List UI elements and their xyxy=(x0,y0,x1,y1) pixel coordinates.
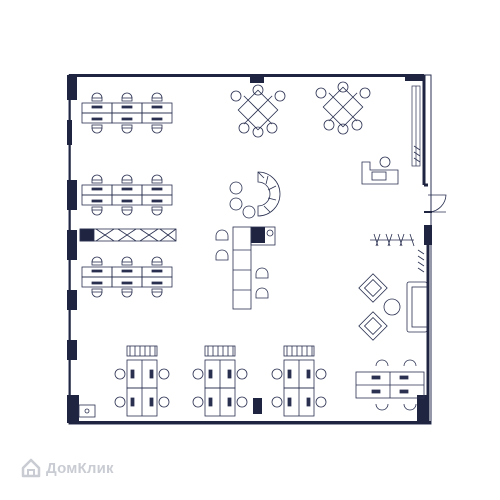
desk-clusters-bottom xyxy=(114,345,327,417)
chair xyxy=(266,122,278,134)
chair xyxy=(230,90,242,102)
chair xyxy=(91,256,103,266)
chair xyxy=(271,368,283,380)
desk-clusters-left xyxy=(81,92,173,298)
chair xyxy=(121,206,133,216)
lounge-area xyxy=(358,273,428,341)
chair xyxy=(337,123,349,135)
chair xyxy=(121,92,133,102)
entrance-door xyxy=(424,183,447,213)
central-counter xyxy=(215,226,276,310)
desk-cluster xyxy=(192,345,248,417)
coat-racks xyxy=(370,145,425,273)
pod-workstations xyxy=(230,81,371,138)
chair xyxy=(91,124,103,134)
round-meeting-table xyxy=(229,171,281,219)
chair xyxy=(192,396,204,408)
domclick-watermark: ДомКлик xyxy=(20,456,114,480)
chair xyxy=(315,87,327,99)
chair xyxy=(315,368,327,380)
chair xyxy=(271,396,283,408)
chair xyxy=(158,396,170,408)
chair xyxy=(236,368,248,380)
chair xyxy=(236,396,248,408)
desk-row xyxy=(81,92,173,134)
chair xyxy=(238,122,250,134)
pod-workstation xyxy=(230,84,286,138)
wall-columns xyxy=(67,75,432,423)
chair xyxy=(121,174,133,184)
chair xyxy=(151,174,163,184)
chair xyxy=(351,119,363,131)
chair xyxy=(323,119,335,131)
chair xyxy=(315,396,327,408)
chair xyxy=(114,396,126,408)
desk-row xyxy=(81,174,173,216)
chair xyxy=(91,288,103,298)
chair xyxy=(359,87,371,99)
chair xyxy=(114,368,126,380)
chair xyxy=(91,206,103,216)
house-logo-icon xyxy=(21,458,41,478)
desk xyxy=(141,112,173,124)
chair xyxy=(192,368,204,380)
right-windows xyxy=(411,85,421,167)
chair xyxy=(91,92,103,102)
desk-cluster xyxy=(114,345,170,417)
chair xyxy=(151,92,163,102)
chair xyxy=(121,288,133,298)
chair xyxy=(151,206,163,216)
chair xyxy=(151,256,163,266)
reception-desk xyxy=(361,156,399,185)
chair xyxy=(151,124,163,134)
desk xyxy=(141,194,173,206)
desk-row xyxy=(81,256,173,298)
chair xyxy=(121,124,133,134)
printer xyxy=(78,404,96,418)
chair xyxy=(91,174,103,184)
chair xyxy=(274,90,286,102)
chair xyxy=(252,84,264,96)
chair xyxy=(121,256,133,266)
storage-cabinets xyxy=(79,228,177,242)
watermark-text: ДомКлик xyxy=(46,459,114,477)
chair xyxy=(158,368,170,380)
chair xyxy=(151,288,163,298)
desk xyxy=(141,276,173,288)
chair xyxy=(337,81,349,93)
desk-cluster-bottom-right xyxy=(355,359,425,411)
desk-cluster xyxy=(271,345,327,417)
chair xyxy=(252,126,264,138)
pod-workstation xyxy=(315,81,371,135)
